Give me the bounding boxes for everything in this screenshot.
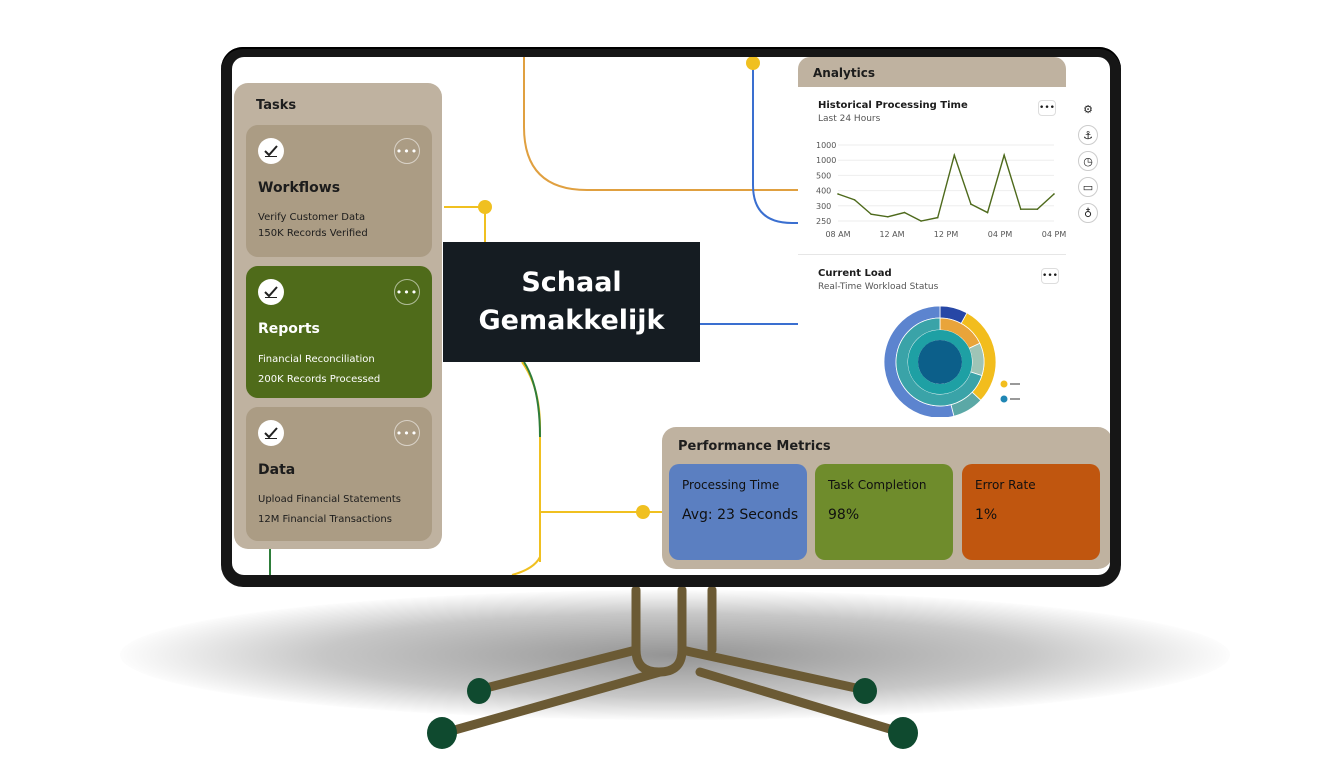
y-tick-label: 400	[816, 187, 831, 196]
data-point	[870, 213, 873, 216]
ellipsis-icon[interactable]: •••	[394, 420, 420, 446]
donut-slice	[908, 330, 972, 394]
load-menu-button[interactable]: •••	[1041, 268, 1059, 284]
history-menu-button[interactable]: •••	[1038, 100, 1056, 116]
data-point	[903, 211, 906, 214]
data-point	[953, 154, 956, 156]
metric-label: Task Completion	[828, 478, 927, 492]
load-chart-title: Current Load	[818, 268, 892, 279]
data-point	[1003, 154, 1005, 156]
metric-value: 98%	[828, 507, 860, 523]
task-name: Workflows	[258, 180, 341, 196]
bulb-icon[interactable]: ♁	[1078, 203, 1098, 223]
x-tick-label: 12 PM	[934, 230, 959, 239]
y-tick-label: 500	[816, 171, 831, 180]
data-point	[920, 220, 922, 222]
data-point	[970, 203, 972, 205]
y-tick-label: 1000	[816, 156, 836, 165]
legend-swatch	[1000, 380, 1008, 388]
task-card-data[interactable]: ••• Data Upload Financial Statements 12M…	[246, 407, 432, 541]
y-tick-label: 250	[816, 217, 831, 226]
clock-icon[interactable]: ◷	[1078, 151, 1098, 171]
x-tick-label: 12 AM	[879, 230, 904, 239]
data-point	[1019, 208, 1022, 210]
hero-line-2: Gemakkelijk	[478, 305, 665, 336]
check-icon	[258, 138, 284, 164]
x-tick-label: 04 PM	[988, 230, 1013, 239]
connector-lines	[269, 57, 798, 575]
data-point	[1053, 193, 1055, 195]
ellipsis-icon[interactable]: •••	[394, 138, 420, 164]
history-line-chart: 1000 1000 500 400 300 250 08 AM 12 AM 12 PM 04 PM…	[816, 141, 1066, 239]
metric-task-completion[interactable]: Task Completion 98%	[815, 464, 953, 560]
x-tick-label: 04 PM	[1042, 230, 1066, 239]
tasks-panel: Tasks ••• Workflows Verify Customer Data…	[234, 83, 442, 549]
task-card-workflows[interactable]: ••• Workflows Verify Customer Data 150K …	[246, 125, 432, 257]
task-name: Data	[258, 462, 296, 478]
task-detail: Verify Customer Data	[258, 212, 366, 223]
analytics-panel: Analytics Historical Processing Time Las…	[798, 57, 1066, 417]
gear-icon[interactable]: ⚙	[1078, 99, 1098, 119]
series-line	[837, 152, 1055, 222]
metric-value: 1%	[975, 507, 998, 523]
load-donut-chart	[883, 305, 1020, 417]
note-icon[interactable]: ▭	[1078, 177, 1098, 197]
task-card-reports[interactable]: ••• Reports Financial Reconciliation 200…	[246, 266, 432, 398]
metric-processing-time[interactable]: Processing Time Avg: 23 Seconds	[669, 464, 807, 560]
metric-error-rate[interactable]: Error Rate 1%	[962, 464, 1100, 560]
dashboard-screen: Tasks ••• Workflows Verify Customer Data…	[232, 57, 1110, 575]
metric-value: Avg: 23 Seconds	[682, 507, 799, 523]
performance-title: Performance Metrics	[678, 439, 831, 454]
y-tick-label: 1000	[816, 141, 836, 150]
side-toolbar: ⚙ ⚓ ◷ ▭ ♁	[1078, 99, 1102, 229]
performance-panel: Performance Metrics Processing Time Avg:…	[662, 427, 1110, 569]
data-point	[837, 193, 839, 195]
x-tick-label: 08 AM	[825, 230, 850, 239]
analytics-title: Analytics	[813, 66, 875, 80]
data-point	[936, 216, 939, 219]
divider	[798, 254, 1066, 255]
check-icon	[258, 279, 284, 305]
analytics-header: Analytics	[798, 57, 1066, 87]
check-icon	[258, 420, 284, 446]
ellipsis-icon[interactable]: •••	[394, 279, 420, 305]
data-point	[1036, 208, 1039, 210]
anchor-icon[interactable]: ⚓	[1078, 125, 1098, 145]
task-detail: Upload Financial Statements	[258, 494, 402, 505]
task-name: Reports	[258, 321, 320, 337]
task-count: 200K Records Processed	[258, 374, 381, 385]
legend-swatch	[1000, 395, 1008, 403]
task-count: 12M Financial Transactions	[258, 514, 392, 525]
metric-label: Error Rate	[975, 478, 1036, 492]
history-chart-title: Historical Processing Time	[818, 100, 968, 111]
hero-title-box: Schaal Gemakkelijk	[443, 242, 700, 362]
donut-slice	[918, 340, 962, 384]
task-detail: Financial Reconciliation	[258, 354, 375, 365]
floor-shadow	[120, 590, 1230, 720]
data-point	[853, 199, 856, 201]
metric-label: Processing Time	[682, 478, 780, 492]
data-point	[887, 215, 889, 218]
data-point	[986, 211, 989, 214]
tasks-title: Tasks	[256, 98, 297, 113]
hero-line-1: Schaal	[521, 267, 622, 298]
load-chart-subtitle: Real-Time Workload Status	[818, 282, 939, 292]
y-tick-label: 300	[816, 202, 831, 211]
history-chart-subtitle: Last 24 Hours	[818, 114, 881, 124]
task-count: 150K Records Verified	[258, 228, 368, 239]
